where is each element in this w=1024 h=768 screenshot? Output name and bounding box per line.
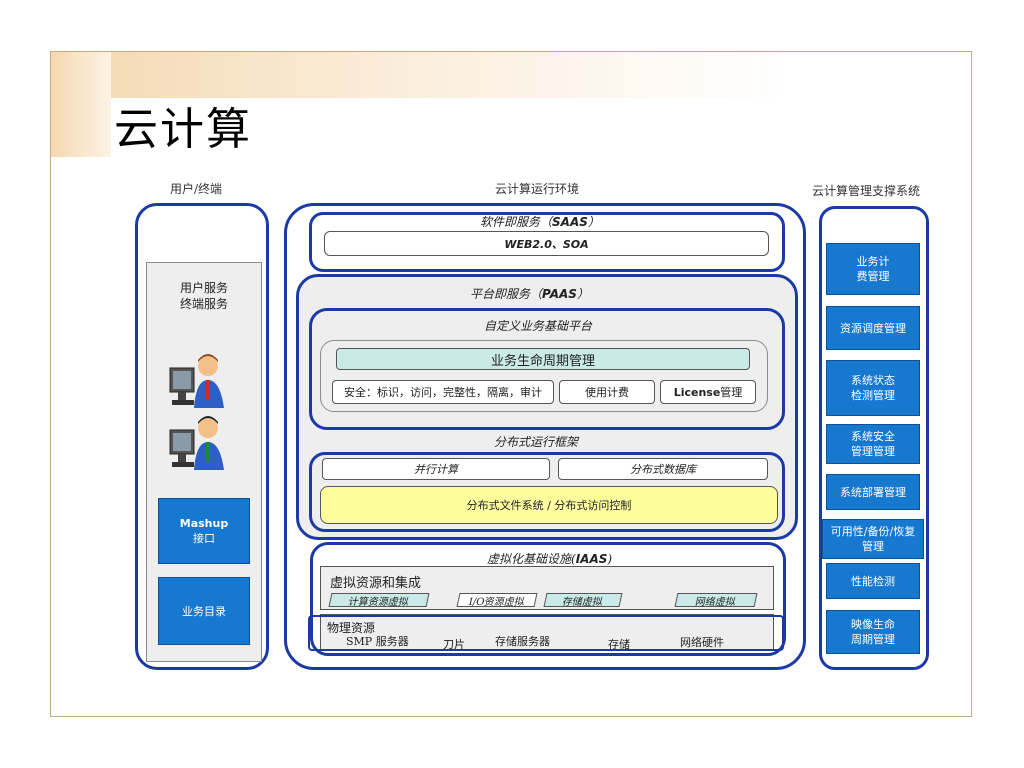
- dist-framework-title: 分布式运行框架: [494, 435, 579, 449]
- status-monitoring-button[interactable]: 系统状态 检测管理: [826, 360, 920, 416]
- business-catalog-button[interactable]: 业务目录: [158, 577, 250, 645]
- mashup-title: Mashup: [179, 517, 229, 530]
- header-band: [51, 52, 971, 98]
- license-item: License 管理: [660, 380, 756, 404]
- middle-column-label: 云计算运行环境: [495, 182, 580, 196]
- license-en: License: [673, 385, 721, 399]
- title-accent-band: [51, 52, 111, 157]
- network-hardware: 网络硬件: [680, 636, 724, 649]
- custom-platform-title: 自定义业务基础平台: [484, 319, 593, 333]
- management-panel: [819, 206, 929, 670]
- physical-resources-highlight: [308, 615, 784, 651]
- billing-item: 使用计费: [559, 380, 655, 404]
- storage-server: 存储服务器: [495, 635, 550, 648]
- physical-resources-box: [320, 614, 774, 650]
- security-item: 安全：标识，访问，完整性，隔离，审计: [332, 380, 554, 404]
- paas-title-en: PAAS: [542, 287, 577, 301]
- storage: 存储: [608, 638, 630, 651]
- mashup-interface-button[interactable]: Mashup 接口: [158, 498, 250, 564]
- deployment-management-button[interactable]: 系统部署管理: [826, 474, 920, 510]
- physical-resources-title: 物理资源: [327, 621, 376, 635]
- saas-content: WEB2.0、SOA: [324, 231, 769, 256]
- iaas-title: 虚拟化基础设施(IAAS): [487, 552, 613, 566]
- smp-server: SMP 服务器: [346, 635, 409, 648]
- custom-platform-box: [309, 308, 785, 430]
- parallel-computing: 并行计算: [322, 458, 550, 480]
- distributed-file-system: 分布式文件系统 / 分布式访问控制: [320, 486, 778, 524]
- user-service-label: 用户服务 终端服务: [146, 280, 262, 312]
- network-virtualization: 网络虚拟: [674, 593, 758, 608]
- billing-management-button[interactable]: 业务计 费管理: [826, 243, 920, 295]
- iaas-title-en: IAAS: [575, 552, 608, 566]
- io-virtualization: I/O资源虚拟: [456, 593, 538, 608]
- cloud-runtime-panel: [284, 203, 806, 670]
- paas-title: 平台即服务（PAAS）: [470, 287, 589, 301]
- availability-backup-button[interactable]: 可用性/备份/恢复 管理: [822, 519, 924, 559]
- compute-virtualization: 计算资源虚拟: [328, 593, 430, 608]
- saas-title: 软件即服务（SAAS）: [480, 215, 600, 229]
- performance-monitoring-button[interactable]: 性能检测: [826, 563, 920, 599]
- license-cn: 管理: [720, 386, 743, 399]
- virtual-resources-title: 虚拟资源和集成: [330, 576, 422, 591]
- distributed-database: 分布式数据库: [558, 458, 768, 480]
- user-service-line: 用户服务: [179, 281, 228, 295]
- iaas-box: [310, 542, 786, 656]
- saas-box: [309, 212, 785, 272]
- dist-framework-box: [309, 452, 785, 532]
- resource-scheduling-button[interactable]: 资源调度管理: [826, 306, 920, 350]
- right-column-label: 云计算管理支撑系统: [812, 184, 921, 198]
- image-lifecycle-button[interactable]: 映像生命 周期管理: [826, 610, 920, 654]
- user-computer-icon: [169, 354, 224, 408]
- blade-server: 刀片: [443, 638, 465, 651]
- left-column-label: 用户/终端: [170, 182, 223, 196]
- mashup-subtitle: 接口: [193, 532, 215, 545]
- security-management-button[interactable]: 系统安全 管理管理: [826, 424, 920, 464]
- storage-virtualization: 存储虚拟: [543, 593, 623, 608]
- user-computer-icon: [169, 416, 224, 470]
- lifecycle-management: 业务生命周期管理: [336, 348, 750, 370]
- terminal-service-line: 终端服务: [179, 297, 228, 311]
- saas-title-en: SAAS: [552, 215, 588, 229]
- user-terminal-panel: [135, 203, 269, 670]
- slide-title: 云计算: [114, 104, 252, 155]
